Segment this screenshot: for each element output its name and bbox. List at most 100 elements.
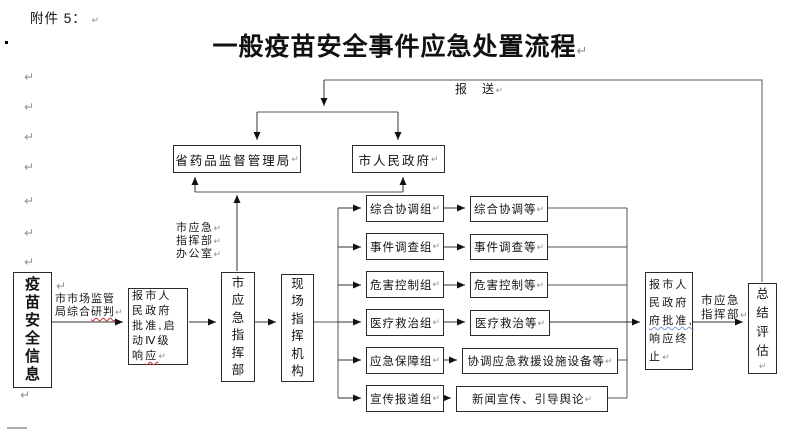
box-city-government: 市人民政府↵	[352, 145, 445, 173]
page-title: 一般疫苗安全事件应急处置流程↵	[0, 27, 800, 63]
box-city-emergency-command: 市应急指挥部	[221, 272, 255, 382]
cmd2-line2: 指挥部	[701, 309, 740, 321]
task-text: 协调应急救援设施设备等	[467, 356, 605, 368]
box-group-emergency-support: 应急保障组↵	[366, 347, 444, 374]
box-group-coordination: 综合协调组↵	[366, 195, 444, 222]
approve-line4: 动Ⅳ级	[132, 335, 171, 347]
market-bureau-judge-label: 市市场监管 局综合研判↵	[55, 293, 123, 319]
group-name: 宣传报道组	[369, 393, 433, 406]
terminate-line4: 止	[649, 351, 663, 363]
pilcrow-mark: ↵	[115, 307, 123, 317]
box-approve-level4-response: 报市人 民政府 批准,启 动Ⅳ级 响应↵	[128, 288, 188, 365]
terminate-grammar-flagged: 府批准,	[649, 315, 694, 327]
province-drug-admin-text: 省药品监督管理局	[175, 153, 292, 168]
pilcrow-mark: ↵	[91, 15, 100, 25]
box-response-termination: 报市人 民政府 府批准, 响应终 止↵	[645, 272, 693, 370]
judge-misspelled-word: 研判	[91, 306, 115, 318]
pilcrow-mark: ↵	[432, 393, 441, 403]
task-text: 危害控制等	[473, 280, 537, 292]
pilcrow-mark: ↵	[536, 203, 545, 214]
office-line3: 办公室	[176, 248, 214, 260]
bottom-edge-segment	[7, 427, 27, 429]
office-line2: 指挥部	[176, 235, 214, 247]
approve-line2: 民政府	[132, 305, 172, 317]
group-name: 危害控制组	[369, 279, 433, 292]
pilcrow-mark: ↵	[536, 241, 545, 252]
city-government-text: 市人民政府	[358, 153, 431, 168]
cmd2-line1: 市应急	[701, 295, 740, 307]
pilcrow-mark: ↵	[213, 236, 222, 246]
summary-evaluation-text: 总结评估	[756, 287, 769, 358]
pilcrow-mark: ↵	[213, 249, 222, 259]
terminate-line3: 响应终	[649, 333, 689, 345]
approve-misspelled-word: 应	[145, 350, 159, 362]
approve-line5: 响	[132, 350, 146, 362]
pilcrow-mark: ↵	[662, 352, 670, 362]
box-summary-evaluation: 总结评估 ↵	[748, 283, 777, 374]
pilcrow-mark: ↵	[432, 279, 441, 289]
pilcrow-mark: ↵	[430, 153, 439, 164]
city-emergency-command-text: 市应急指挥部	[231, 275, 245, 378]
pilcrow-mark: ↵	[291, 153, 299, 164]
box-task-emergency-support: 协调应急救援设施设备等↵	[462, 348, 618, 374]
box-task-coordination: 综合协调等↵	[470, 196, 548, 222]
group-name: 事件调查组	[369, 241, 433, 254]
pilcrow-mark: ↵	[158, 351, 166, 361]
city-command-label: 市应急 指挥部↵	[701, 294, 748, 322]
pilcrow-mark: ↵	[537, 317, 546, 328]
pilcrow-mark: ↵	[576, 43, 588, 58]
pilcrow-mark: ↵	[213, 223, 222, 233]
pilcrow-mark: ↵	[536, 279, 545, 290]
field-command-org-text: 现场指挥机构	[291, 276, 304, 379]
box-group-hazard-control: 危害控制组↵	[366, 271, 444, 298]
pilcrow-mark: ↵	[24, 130, 35, 144]
group-name: 应急保障组	[369, 355, 433, 368]
report-send-text: 报 送	[455, 82, 496, 96]
pilcrow-mark: ↵	[24, 70, 35, 84]
bullet-dot	[5, 41, 8, 44]
pilcrow-mark: ↵	[20, 388, 31, 402]
attachment-text: 附件 5：	[30, 11, 87, 26]
pilcrow-mark: ↵	[432, 355, 441, 365]
report-send-label: 报 送↵	[455, 83, 503, 97]
office-line1: 市应急	[176, 222, 214, 234]
terminate-line2: 民政府	[649, 297, 689, 309]
box-vaccine-safety-info: 疫苗安全信息	[13, 272, 52, 388]
box-group-publicity: 宣传报道组↵	[366, 385, 444, 412]
task-text: 新闻宣传、引导舆论	[471, 394, 585, 406]
task-text: 事件调查等	[473, 242, 537, 254]
pilcrow-mark: ↵	[604, 355, 613, 366]
pilcrow-mark: ↵	[758, 361, 767, 371]
approve-line1: 报市人	[132, 290, 172, 302]
box-group-medical-treatment: 医疗救治组↵	[366, 309, 444, 336]
pilcrow-mark: ↵	[432, 317, 441, 327]
task-text: 医疗救治等	[474, 318, 538, 330]
approve-line3: 批准,启	[132, 320, 177, 332]
box-task-hazard-control: 危害控制等↵	[470, 272, 548, 298]
box-task-medical-treatment: 医疗救治等↵	[470, 310, 550, 336]
group-name: 医疗救治组	[369, 317, 433, 330]
pilcrow-mark: ↵	[24, 194, 35, 208]
judge-line2: 局综合	[55, 306, 91, 318]
box-field-command-org: 现场指挥机构	[281, 274, 314, 382]
box-task-investigation: 事件调查等↵	[470, 234, 548, 260]
pilcrow-mark: ↵	[24, 226, 35, 240]
pilcrow-mark: ↵	[584, 393, 593, 404]
box-task-publicity: 新闻宣传、引导舆论↵	[456, 386, 608, 412]
pilcrow-mark: ↵	[495, 85, 504, 95]
terminate-line1: 报市人	[649, 279, 689, 291]
pilcrow-mark: ↵	[432, 241, 441, 251]
attachment-label: 附件 5： ↵	[30, 7, 99, 27]
emergency-office-label: 市应急↵ 指挥部↵ 办公室↵	[176, 222, 221, 261]
pilcrow-mark: ↵	[740, 310, 748, 320]
page-title-text: 一般疫苗安全事件应急处置流程	[212, 33, 577, 61]
box-group-investigation: 事件调查组↵	[366, 233, 444, 260]
pilcrow-mark: ↵	[24, 255, 35, 269]
pilcrow-mark: ↵	[56, 279, 67, 293]
vaccine-safety-info-text: 疫苗安全信息	[24, 276, 40, 383]
task-text: 综合协调等	[473, 204, 537, 216]
group-name: 综合协调组	[369, 203, 433, 216]
pilcrow-mark: ↵	[432, 203, 441, 213]
pilcrow-mark: ↵	[24, 160, 35, 174]
